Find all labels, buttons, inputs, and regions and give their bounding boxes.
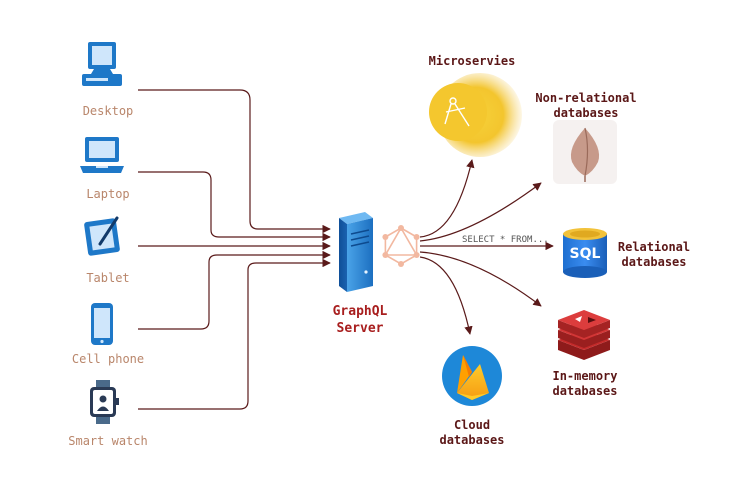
desktop-computer-icon: [82, 42, 122, 86]
label-relational-line2: databases: [621, 255, 687, 269]
smart-watch-icon: [90, 380, 119, 424]
label-cloud-line1: Cloud: [453, 418, 491, 432]
client-label-laptop: Laptop: [86, 187, 130, 201]
connector-laptop: [138, 171, 331, 242]
connector-desktop: [138, 89, 331, 234]
microservices-icon: [429, 73, 522, 157]
label-nonrelational-line2: databases: [553, 106, 619, 120]
label-nonrelational-line1: Non-relational: [535, 91, 637, 105]
client-label-smart-watch: Smart watch: [68, 434, 148, 448]
server-label: GraphQL Server: [320, 303, 400, 337]
label-inmemory: In-memory databases: [544, 369, 626, 399]
redis-cube-icon: [558, 310, 610, 360]
label-inmemory-line2: databases: [552, 384, 618, 398]
server-tower-icon: [339, 212, 373, 292]
client-label-cell-phone: Cell phone: [71, 352, 145, 366]
label-microservices: Microservies: [428, 54, 516, 68]
client-connectors: [138, 89, 331, 410]
firebase-cloud-icon: [442, 346, 502, 406]
connector-nonrelational: [419, 182, 542, 242]
connector-cloud: [419, 256, 473, 335]
mongodb-leaf-icon: [553, 120, 617, 184]
connector-microservices: [419, 159, 475, 238]
client-label-desktop: Desktop: [82, 104, 134, 118]
laptop-icon: [80, 137, 124, 173]
label-nonrelational: Non-relational databases: [524, 91, 648, 121]
label-inmemory-line1: In-memory: [552, 369, 618, 383]
server-label-line1: GraphQL: [332, 304, 388, 319]
tablet-icon: [84, 216, 120, 256]
sql-database-icon: [563, 228, 607, 278]
connector-smart-watch: [138, 258, 331, 410]
label-relational: Relational databases: [614, 240, 694, 270]
server-label-line2: Server: [336, 321, 384, 336]
graphql-logo-icon: [382, 225, 420, 267]
sql-query-text: SELECT * FROM...: [462, 235, 549, 245]
connector-inmemory: [419, 251, 542, 307]
connector-cell-phone: [138, 250, 331, 330]
client-label-tablet: Tablet: [86, 271, 130, 285]
label-relational-line1: Relational: [617, 240, 691, 254]
cell-phone-icon: [91, 303, 113, 345]
label-cloud-line2: databases: [439, 433, 505, 447]
sql-badge: SQL: [569, 246, 601, 262]
label-cloud: Cloud databases: [432, 418, 512, 448]
target-connectors: [419, 159, 554, 335]
